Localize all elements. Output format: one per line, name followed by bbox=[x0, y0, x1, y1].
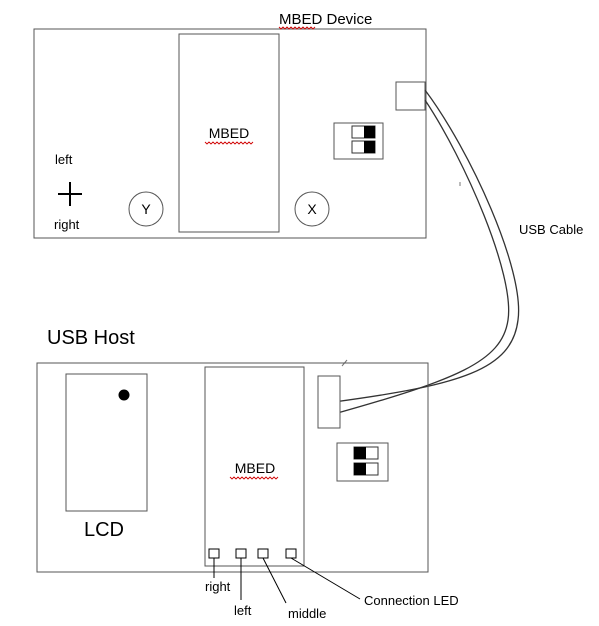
led-middle-label: middle bbox=[288, 606, 326, 621]
mbed-device-board: MBED Device MBED left right Y X bbox=[33, 11, 427, 239]
device-dip-switch-icon bbox=[333, 122, 384, 160]
button-y-label: Y bbox=[141, 201, 151, 217]
led-connection-leader bbox=[290, 557, 361, 600]
button-y: Y bbox=[128, 191, 164, 227]
led-middle-leader bbox=[262, 557, 287, 604]
led-left bbox=[235, 548, 247, 559]
device-mbed-underline bbox=[204, 141, 254, 145]
joystick-plus-icon bbox=[58, 182, 82, 206]
usb-cable-label: USB Cable bbox=[519, 222, 583, 237]
button-x-label: X bbox=[307, 201, 317, 217]
lcd-label: LCD bbox=[84, 519, 124, 541]
led-right-label: right bbox=[205, 579, 231, 594]
usb-host-board: USB Host LCD MBED right le bbox=[36, 327, 459, 621]
device-title-underline bbox=[278, 26, 316, 30]
device-mbed-module bbox=[178, 33, 280, 233]
host-dip-switch-icon bbox=[336, 442, 389, 482]
lcd-module bbox=[65, 373, 148, 512]
host-usb-connector bbox=[317, 375, 341, 429]
led-right bbox=[208, 548, 220, 559]
host-title: USB Host bbox=[47, 327, 135, 349]
led-connection-label: Connection LED bbox=[364, 593, 459, 608]
device-title: MBED Device bbox=[279, 11, 372, 28]
usb-cable: USB Cable bbox=[333, 89, 583, 415]
led-middle bbox=[257, 548, 269, 559]
joystick-left-label: left bbox=[55, 152, 73, 167]
device-board-outline bbox=[33, 28, 427, 239]
led-connection bbox=[285, 548, 297, 559]
joystick-right-label: right bbox=[54, 217, 80, 232]
device-usb-port bbox=[395, 81, 426, 111]
host-mbed-underline bbox=[229, 476, 279, 480]
host-mbed-label: MBED bbox=[235, 460, 275, 476]
device-mbed-label: MBED bbox=[209, 125, 249, 141]
button-x: X bbox=[294, 191, 330, 227]
led-left-label: left bbox=[234, 603, 252, 618]
lcd-dot-icon bbox=[118, 389, 130, 401]
host-mbed-module bbox=[204, 366, 305, 567]
host-board-outline bbox=[36, 362, 429, 573]
